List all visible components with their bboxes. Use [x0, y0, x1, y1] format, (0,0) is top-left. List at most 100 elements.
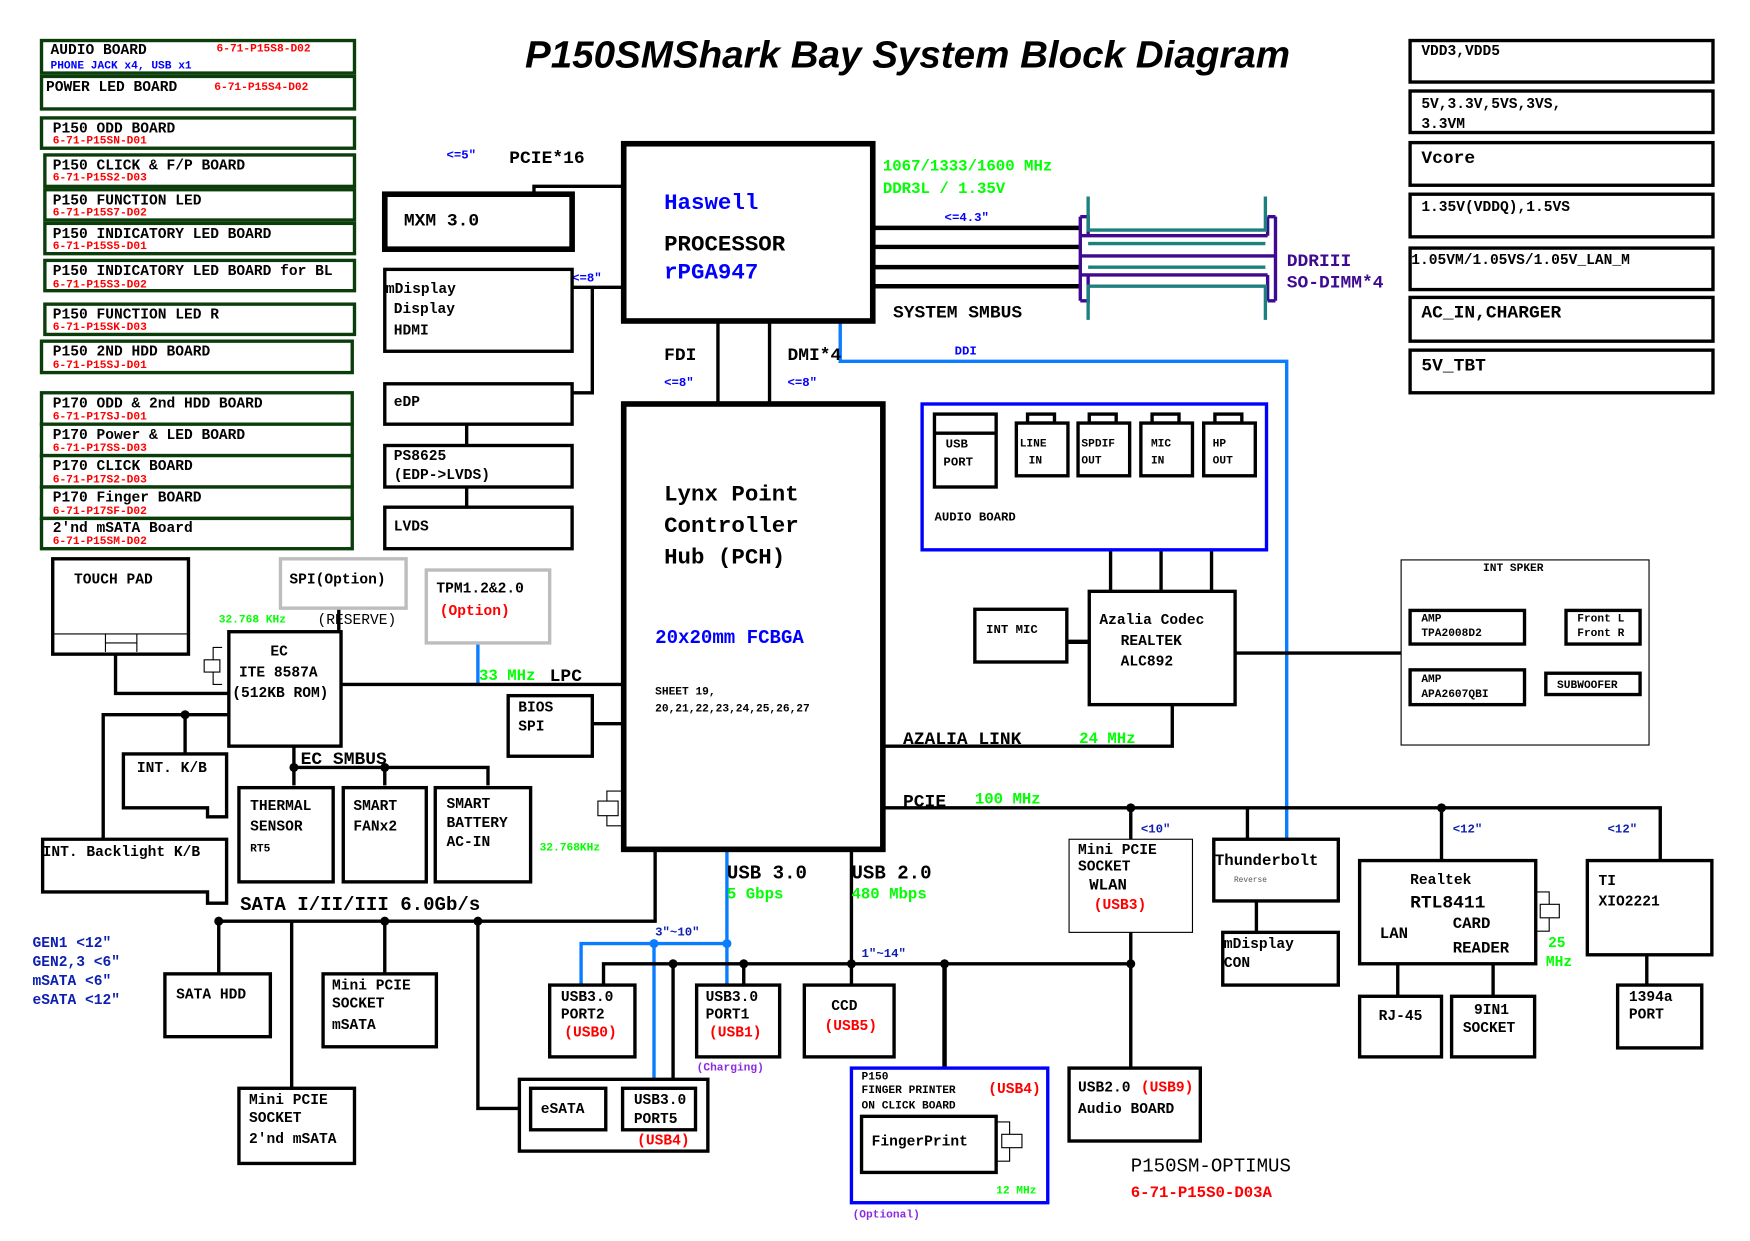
wlan-id: (USB3): [1094, 898, 1147, 914]
ti-length: <12": [1608, 823, 1638, 837]
rail-label: AC_IN,CHARGER: [1421, 304, 1561, 324]
pcie16-label: PCIE*16: [509, 149, 584, 169]
board-part: 6-71-P15S7-D02: [53, 208, 147, 220]
crystal-icon: [996, 1121, 1023, 1162]
rail-label: 1.05VM/1.05VS/1.05V_LAN_M: [1411, 253, 1630, 269]
board-item: P170 Finger BOARD 6-71-P17SF-D02: [39, 485, 354, 521]
ec-label: EC: [270, 644, 288, 660]
ec-label: (512KB ROM): [232, 686, 328, 702]
msata-label: mSATA: [332, 1018, 376, 1034]
fingerprint-box: P150 FINGER PRINTER (USB4) ON CLICK BOAR…: [849, 1066, 1050, 1205]
port-label: USB3.0: [634, 1093, 687, 1109]
ti-label: TI: [1599, 874, 1616, 890]
int-mic-label: INT MIC: [986, 623, 1038, 637]
mdcon-label: mDisplay: [1224, 937, 1294, 953]
ps8625-box: PS8625 (EDP->LVDS): [383, 443, 574, 489]
bios-spi-box: BIOS SPI: [506, 693, 594, 758]
board-item: P150 2ND HDD BOARD 6-71-P15SJ-D01: [39, 339, 354, 375]
board-part: 6-71-P17S2-D03: [53, 475, 147, 487]
port1394-label: 1394a: [1629, 990, 1673, 1006]
msata-label: 2'nd mSATA: [249, 1132, 337, 1148]
usb2-speed: 480 Mbps: [851, 886, 926, 904]
bios-label: BIOS: [518, 700, 553, 716]
wlan-socket-box: Mini PCIE SOCKET WLAN (USB3): [1068, 838, 1194, 933]
codec-label: ALC892: [1121, 654, 1174, 670]
lvds-label: LVDS: [394, 520, 429, 536]
crystal-icon: [1535, 891, 1560, 932]
usb2-length: 1"~14": [862, 947, 906, 961]
backlight-kb-box: INT. Backlight K/B: [40, 837, 229, 905]
board-item: P150 INDICATORY LED BOARD 6-71-P15S5-D01: [43, 221, 357, 256]
edp-label: eDP: [394, 395, 420, 411]
azalia-freq: 24 MHz: [1079, 730, 1135, 748]
board-part: 6-71-P15SK-D03: [53, 322, 147, 334]
int-mic-box: INT MIC: [973, 607, 1069, 664]
speaker-label: Front R: [1577, 628, 1624, 640]
azalia-link-label: AZALIA LINK: [903, 730, 1022, 750]
cpu-package: rPGA947: [664, 259, 758, 285]
board-item: P170 ODD & 2nd HDD BOARD 6-71-P17SJ-D01: [39, 391, 354, 426]
usb-port1-box: USB3.0 PORT1 (USB1): [694, 983, 782, 1059]
pch-name: Controller: [664, 513, 799, 539]
sata-hdd-box: SATA HDD: [163, 972, 273, 1039]
amp-label: AMP: [1421, 674, 1441, 686]
amp-label: APA2607QBI: [1421, 689, 1488, 701]
thermal-sensor-box: THERMAL SENSOR RT5: [237, 785, 335, 884]
jack-label: OUT: [1213, 455, 1233, 467]
processor-box: Haswell PROCESSOR rPGA947: [620, 140, 876, 324]
board-name: P150 INDICATORY LED BOARD: [53, 227, 272, 243]
model-part: 6-71-P15S0-D03A: [1131, 1184, 1273, 1202]
diagram-title: P150SMShark Bay System Block Diagram: [525, 33, 1290, 76]
smart-battery-box: SMART BATTERY AC-IN: [433, 785, 533, 884]
msata-label: Mini PCIE: [332, 979, 411, 995]
touchpad-label: TOUCH PAD: [74, 572, 153, 588]
lan-label: LAN: [1380, 925, 1408, 943]
thunderbolt-sub: Reverse: [1234, 876, 1267, 885]
fan-label: FANx2: [353, 819, 397, 835]
port1394-label: PORT: [1629, 1008, 1664, 1024]
rail-label: 5V_TBT: [1421, 356, 1486, 376]
dimm-type: DDRIII: [1287, 252, 1352, 272]
usb3-length: 3"~10": [655, 926, 699, 940]
board-part: 6-71-P17SF-D02: [53, 506, 147, 518]
rail-label: 3.3VM: [1421, 117, 1465, 133]
usb-port-label: USB: [946, 438, 969, 452]
board-name: P150 FUNCTION LED R: [53, 308, 219, 324]
mdcon-label: CON: [1224, 956, 1250, 972]
usb3-speed: 5 Gbps: [727, 886, 783, 904]
msata-label: SOCKET: [332, 997, 385, 1013]
mxm-label: MXM 3.0: [404, 212, 479, 232]
pcie16-length: <=5": [446, 148, 476, 162]
battery-label: SMART: [446, 797, 490, 813]
mem-length: <=4.3": [945, 211, 989, 225]
board-part: 6-71-P17SJ-D01: [53, 412, 147, 424]
crystal-icon: [203, 646, 223, 686]
msata-label: Mini PCIE: [249, 1093, 328, 1109]
ec-smbus-label: EC SMBUS: [301, 750, 387, 770]
board-audio: AUDIO BOARD PHONE JACK x4, USB x1 6-71-P…: [39, 38, 357, 75]
lan-label: READER: [1453, 940, 1510, 958]
audio-board-box: USB PORT LINE IN SPDIF OUT MIC IN HP OUT…: [920, 402, 1269, 552]
fp-label: ON CLICK BOARD: [862, 1100, 956, 1112]
board-name: POWER LED BOARD: [46, 80, 177, 96]
usb-audio-board-box: USB2.0 (USB9) Audio BOARD: [1067, 1066, 1203, 1143]
pch-sheets: SHEET 19,: [655, 687, 716, 699]
board-item: P150 CLICK & F/P BOARD 6-71-P15S2-D03: [43, 153, 357, 189]
battery-label: AC-IN: [446, 835, 490, 851]
lpc-label: LPC: [550, 667, 583, 687]
codec-label: Azalia Codec: [1099, 613, 1204, 629]
lan-label: RTL8411: [1410, 894, 1485, 914]
board-name: P170 ODD & 2nd HDD BOARD: [53, 396, 263, 412]
ec-xtal-freq: 32.768 KHz: [219, 615, 286, 627]
board-part: 6-71-P17SS-D03: [53, 443, 147, 455]
fp-name: FingerPrint: [872, 1135, 968, 1151]
pch-box: Lynx Point Controller Hub (PCH) 20x20mm …: [620, 401, 886, 853]
rail-label: 5V,3.3V,5VS,3VS,: [1421, 97, 1561, 113]
wires: [101, 184, 1662, 1111]
board-name: 2'nd mSATA Board: [53, 521, 193, 537]
board-part: 6-71-P15S2-D03: [53, 173, 147, 185]
mdisplay-con-box: mDisplay CON: [1221, 930, 1340, 987]
amp-label: TPA2008D2: [1421, 628, 1482, 640]
